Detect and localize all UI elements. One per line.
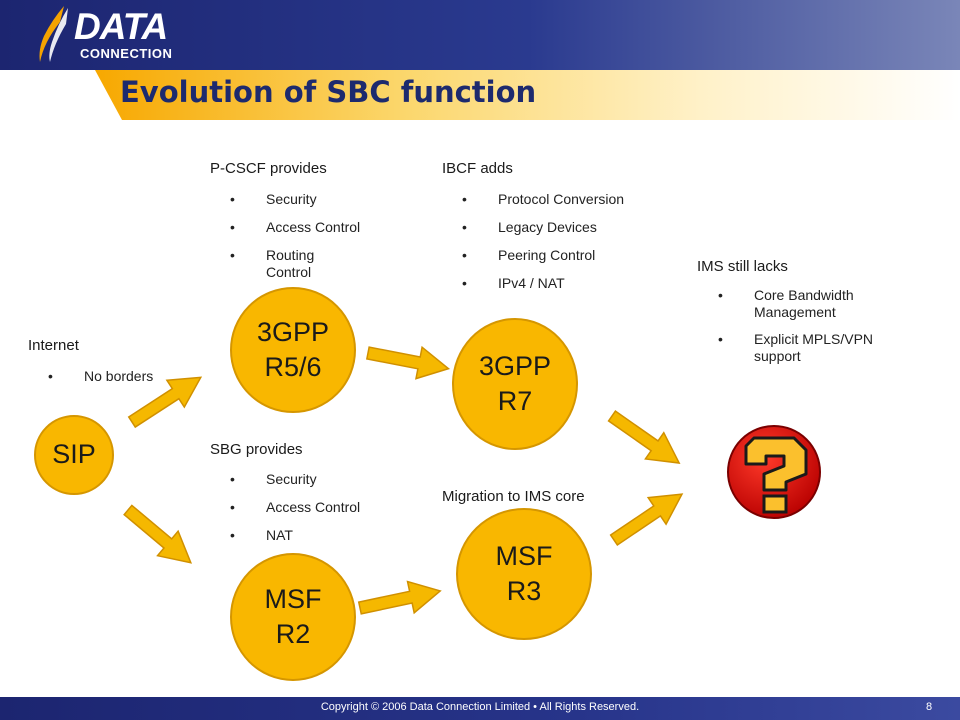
arrow-icon (604, 480, 692, 555)
node-label: 3GPP (256, 316, 330, 347)
internet-heading: Internet (28, 337, 79, 354)
msf-r2-node: MSF R2 (230, 553, 356, 681)
list-item: Security (230, 191, 390, 208)
list-item: Core Bandwidth Management (718, 287, 878, 321)
company-logo: DATA CONNECTION (34, 2, 194, 68)
node-label: SIP (52, 439, 96, 470)
list-item: Legacy Devices (462, 219, 662, 236)
msf-r3-node: MSF R3 (456, 508, 592, 640)
node-label: R2 (275, 619, 311, 649)
pcscf-list: Security Access Control Routing Control (230, 191, 390, 281)
logo-word: DATA (74, 6, 168, 47)
list-item: Access Control (230, 219, 390, 236)
list-item: Peering Control (462, 247, 662, 264)
node-label: R5/6 (264, 352, 322, 382)
sbg-heading: SBG provides (210, 441, 303, 458)
ibcf-list: Protocol Conversion Legacy Devices Peeri… (462, 191, 662, 292)
list-item: Security (230, 471, 390, 488)
ims-list: Core Bandwidth Management Explicit MPLS/… (718, 287, 908, 365)
sip-node: SIP (34, 415, 114, 495)
arrow-icon (364, 336, 453, 386)
pcscf-heading: P-CSCF provides (210, 160, 327, 177)
list-item: No borders (48, 368, 188, 384)
arrow-icon (602, 402, 690, 477)
arrow-icon (116, 496, 202, 576)
internet-list: No borders (48, 368, 188, 384)
header-band (0, 0, 960, 70)
node-label: R3 (506, 576, 542, 606)
node-label: MSF (495, 540, 553, 571)
question-mark-icon (724, 422, 824, 522)
list-item: Protocol Conversion (462, 191, 662, 208)
node-label: MSF (264, 583, 322, 614)
3gpp-r7-node: 3GPP R7 (452, 318, 578, 450)
arrow-icon (355, 574, 445, 625)
ibcf-heading: IBCF adds (442, 160, 513, 177)
page-number: 8 (926, 701, 933, 713)
migration-heading: Migration to IMS core (442, 488, 585, 505)
slide-title: Evolution of SBC function (120, 75, 537, 109)
list-item: NAT (230, 527, 390, 544)
node-label: 3GPP (478, 350, 552, 381)
list-item: IPv4 / NAT (462, 275, 662, 292)
logo-subword: CONNECTION (80, 46, 173, 61)
list-item: Routing Control (230, 247, 340, 281)
node-label: R7 (497, 386, 533, 416)
list-item: Explicit MPLS/VPN support (718, 331, 893, 365)
copyright-text: Copyright © 2006 Data Connection Limited… (320, 701, 640, 713)
ims-heading: IMS still lacks (697, 258, 788, 275)
title-band (0, 70, 960, 120)
list-item: Access Control (230, 499, 390, 516)
3gpp-r56-node: 3GPP R5/6 (230, 287, 356, 413)
sbg-list: Security Access Control NAT (230, 471, 390, 544)
footer-band (0, 697, 960, 720)
